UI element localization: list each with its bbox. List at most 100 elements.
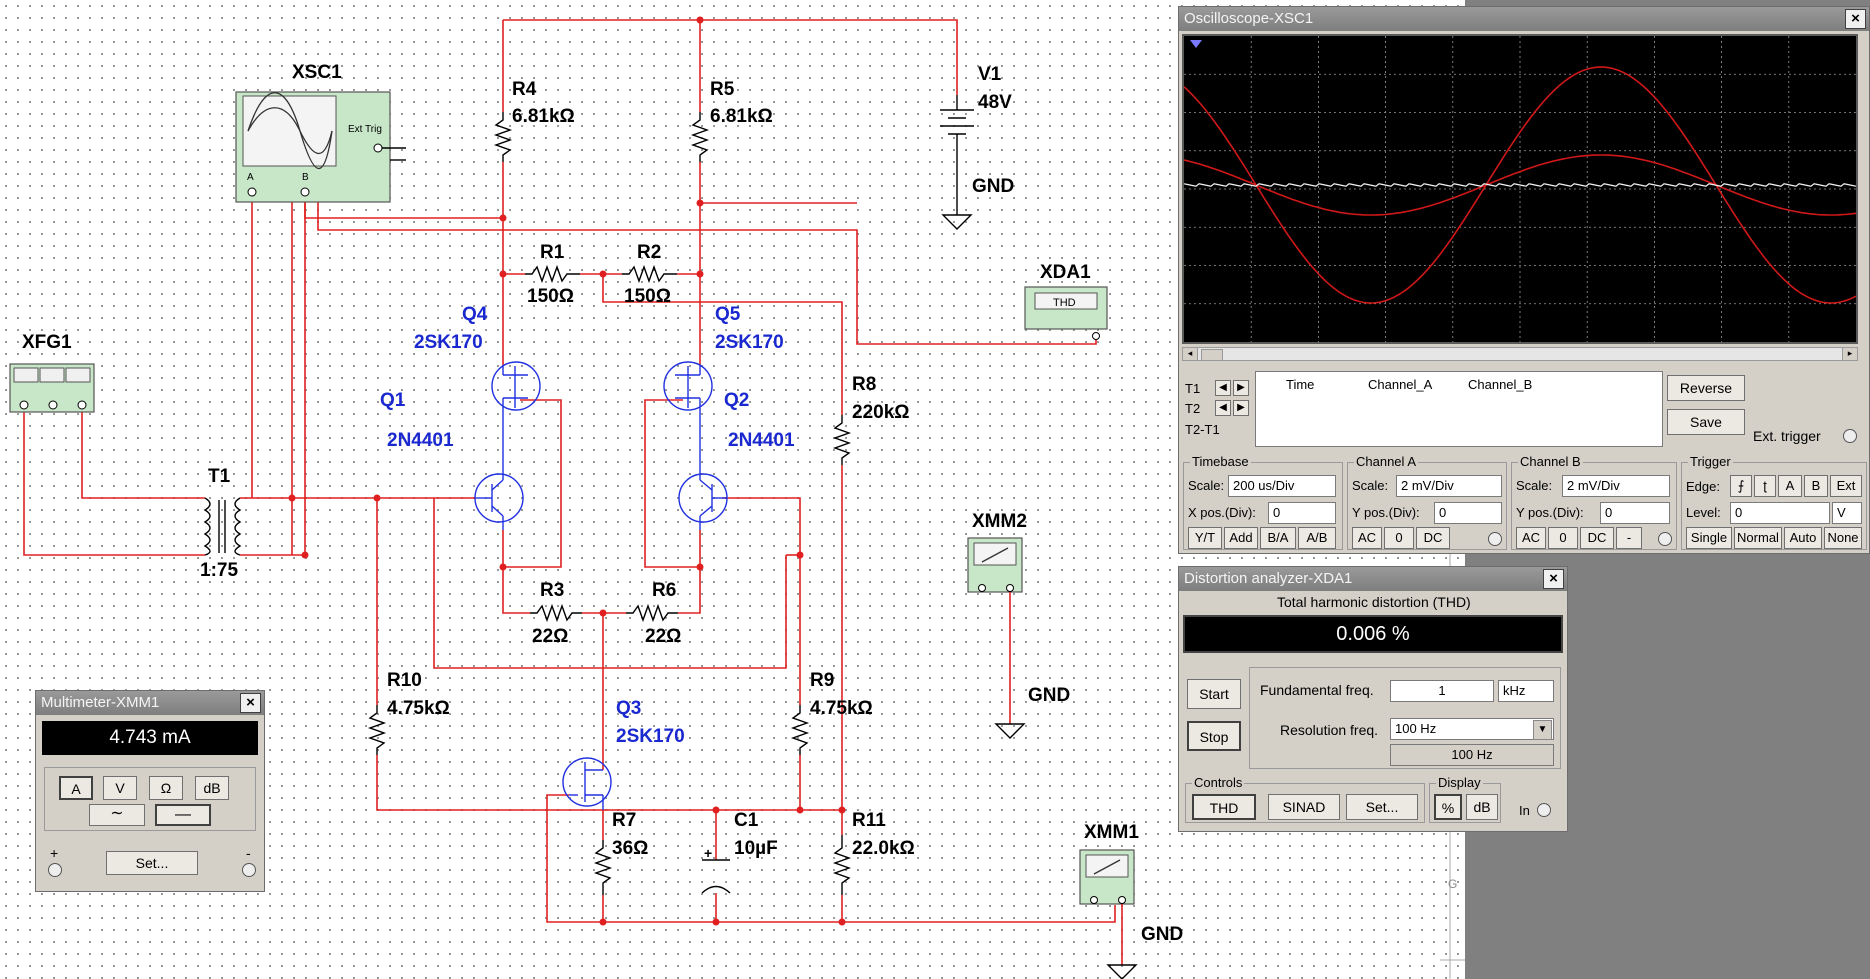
- start-button[interactable]: Start: [1187, 679, 1241, 709]
- multimeter-icon-XMM2[interactable]: XMM2 GND: [967, 511, 1070, 739]
- edge-rising-icon[interactable]: ⨍: [1730, 475, 1752, 497]
- ohmmeter-button[interactable]: Ω: [149, 776, 183, 800]
- oscilloscope-icon-XSC1[interactable]: XSC1 Ext Trig A B: [235, 62, 406, 203]
- fundamental-freq-field[interactable]: 1: [1390, 680, 1494, 702]
- function-generator-icon-XFG1[interactable]: XFG1: [9, 332, 95, 413]
- resistor-R1[interactable]: R1 150Ω: [525, 242, 580, 307]
- sinad-button[interactable]: SINAD: [1268, 794, 1340, 820]
- resistor-R3[interactable]: R3 22Ω: [530, 580, 582, 647]
- distortion-analyzer-window[interactable]: Distortion analyzer-XDA1 × Total harmoni…: [1178, 566, 1568, 832]
- dropdown-arrow-icon[interactable]: ▼: [1533, 720, 1552, 740]
- capacitor-C1[interactable]: + C1 10µF: [701, 810, 778, 894]
- trigger-group: Trigger Edge: ⨍ ʈ A B Ext Level: 0 V Sin…: [1681, 454, 1867, 550]
- mode-ba-button[interactable]: B/A: [1260, 527, 1296, 549]
- resistor-R11[interactable]: R11 22.0kΩ: [832, 810, 915, 895]
- resistor-R5[interactable]: R5 6.81kΩ: [690, 79, 773, 162]
- resistor-R8[interactable]: R8 220kΩ: [832, 374, 910, 465]
- plus-terminal-icon[interactable]: [48, 863, 62, 877]
- close-button[interactable]: ×: [1543, 569, 1564, 589]
- jfet-Q5[interactable]: Q5 2SK170: [663, 304, 784, 480]
- oscilloscope-window[interactable]: Oscilloscope-XSC1 × ◂ ▸ T1 ◀ ▶ T2 ◀ ▶ T2…: [1178, 6, 1870, 554]
- resistor-R6[interactable]: R6 22Ω: [626, 580, 681, 647]
- t2-right-arrow-icon[interactable]: ▶: [1233, 400, 1249, 416]
- oscilloscope-titlebar[interactable]: Oscilloscope-XSC1 ×: [1179, 7, 1869, 31]
- mode-ab-button[interactable]: A/B: [1298, 527, 1336, 549]
- distortion-titlebar[interactable]: Distortion analyzer-XDA1 ×: [1179, 567, 1567, 591]
- xpos-field[interactable]: 0: [1268, 502, 1336, 524]
- percent-button[interactable]: %: [1434, 794, 1462, 820]
- ammeter-button[interactable]: A: [59, 776, 93, 800]
- transformer-T1[interactable]: T1 1:75: [200, 466, 242, 581]
- trigger-none-button[interactable]: None: [1824, 527, 1862, 549]
- channel-b-dc-button[interactable]: DC: [1580, 527, 1614, 549]
- multimeter-titlebar[interactable]: Multimeter-XMM1 ×: [36, 691, 264, 715]
- t1-right-arrow-icon[interactable]: ▶: [1233, 380, 1249, 396]
- resistor-R10[interactable]: R10 4.75kΩ: [367, 670, 450, 755]
- channel-b-ypos-field[interactable]: 0: [1600, 502, 1670, 524]
- trigger-b-button[interactable]: B: [1804, 475, 1828, 497]
- edge-falling-icon[interactable]: ʈ: [1754, 475, 1776, 497]
- scroll-left-icon[interactable]: ◂: [1183, 348, 1198, 360]
- trigger-ext-button[interactable]: Ext: [1830, 475, 1862, 497]
- channel-a-ypos-field[interactable]: 0: [1434, 502, 1502, 524]
- channel-a-ac-button[interactable]: AC: [1352, 527, 1382, 549]
- col-channel-b: Channel_B: [1468, 377, 1533, 392]
- resolution-freq-select[interactable]: 100 Hz ▼: [1390, 718, 1554, 740]
- mode-yt-button[interactable]: Y/T: [1188, 527, 1222, 549]
- channel-b-scale-field[interactable]: 2 mV/Div: [1562, 475, 1670, 497]
- trigger-normal-button[interactable]: Normal: [1734, 527, 1782, 549]
- multimeter-window[interactable]: Multimeter-XMM1 × 4.743 mA A V Ω dB ∼ ― …: [35, 690, 265, 892]
- minus-terminal-icon[interactable]: [242, 863, 256, 877]
- stop-button[interactable]: Stop: [1187, 721, 1241, 751]
- thd-button[interactable]: THD: [1192, 794, 1256, 820]
- dc-mode-icon[interactable]: ―: [155, 804, 211, 826]
- horizontal-scrollbar[interactable]: ◂ ▸: [1182, 347, 1858, 361]
- channel-b-ac-button[interactable]: AC: [1516, 527, 1546, 549]
- t1-left-arrow-icon[interactable]: ◀: [1215, 380, 1231, 396]
- trigger-auto-button[interactable]: Auto: [1784, 527, 1822, 549]
- voltmeter-button[interactable]: V: [103, 776, 137, 800]
- resistor-R2[interactable]: R2 150Ω: [622, 242, 677, 307]
- bjt-Q1[interactable]: Q1 2N4401: [380, 390, 524, 530]
- in-terminal-icon[interactable]: [1537, 803, 1551, 817]
- ac-mode-icon[interactable]: ∼: [89, 804, 145, 826]
- timebase-scale-field[interactable]: 200 us/Div: [1228, 475, 1336, 497]
- db-button[interactable]: dB: [1466, 794, 1498, 820]
- set-button[interactable]: Set...: [1346, 794, 1418, 820]
- decibel-button[interactable]: dB: [195, 776, 229, 800]
- t2-left-arrow-icon[interactable]: ◀: [1215, 400, 1231, 416]
- close-button[interactable]: ×: [1845, 9, 1866, 29]
- close-button[interactable]: ×: [240, 693, 261, 713]
- channel-a-scale-field[interactable]: 2 mV/Div: [1396, 475, 1502, 497]
- jfet-Q3[interactable]: Q3 2SK170: [562, 698, 685, 810]
- fundamental-freq-unit[interactable]: kHz: [1498, 680, 1554, 702]
- mode-add-button[interactable]: Add: [1224, 527, 1258, 549]
- multimeter-set-button[interactable]: Set...: [106, 851, 198, 875]
- channel-a-zero-button[interactable]: 0: [1384, 527, 1414, 549]
- resistor-R7[interactable]: R7 36Ω: [593, 810, 648, 895]
- channel-a-terminal-icon[interactable]: [1488, 532, 1502, 546]
- distortion-analyzer-icon-XDA1[interactable]: THD XDA1: [1024, 262, 1108, 340]
- channel-b-zero-button[interactable]: 0: [1548, 527, 1578, 549]
- trigger-single-button[interactable]: Single: [1686, 527, 1732, 549]
- bjt-Q2[interactable]: Q2 2N4401: [678, 390, 795, 530]
- resistor-R4[interactable]: R4 6.81kΩ: [493, 79, 575, 162]
- level-field[interactable]: 0: [1730, 502, 1830, 524]
- channel-a-dc-button[interactable]: DC: [1416, 527, 1450, 549]
- resistor-R9[interactable]: R9 4.75kΩ: [790, 670, 873, 755]
- channel-b-minus-button[interactable]: -: [1616, 527, 1642, 549]
- multimeter-icon-XMM1[interactable]: XMM1 GND: [1079, 822, 1183, 979]
- ext-trigger-terminal-icon[interactable]: [1843, 429, 1857, 443]
- trigger-a-button[interactable]: A: [1778, 475, 1802, 497]
- battery-V1[interactable]: V1 48V GND: [940, 64, 1014, 230]
- level-unit-field[interactable]: V: [1832, 502, 1862, 524]
- reverse-button[interactable]: Reverse: [1667, 375, 1745, 401]
- channel-b-terminal-icon[interactable]: [1658, 532, 1672, 546]
- circuit-schematic[interactable]: R4 6.81kΩ R5 6.81kΩ R1 150Ω R2 150Ω R3 2…: [0, 0, 1465, 979]
- label: V1: [978, 64, 1002, 85]
- jfet-Q4[interactable]: Q4 2SK170: [414, 304, 541, 480]
- scroll-thumb[interactable]: [1201, 349, 1223, 361]
- save-button[interactable]: Save: [1667, 409, 1745, 435]
- oscilloscope-screen[interactable]: [1182, 34, 1858, 344]
- scroll-right-icon[interactable]: ▸: [1842, 348, 1857, 360]
